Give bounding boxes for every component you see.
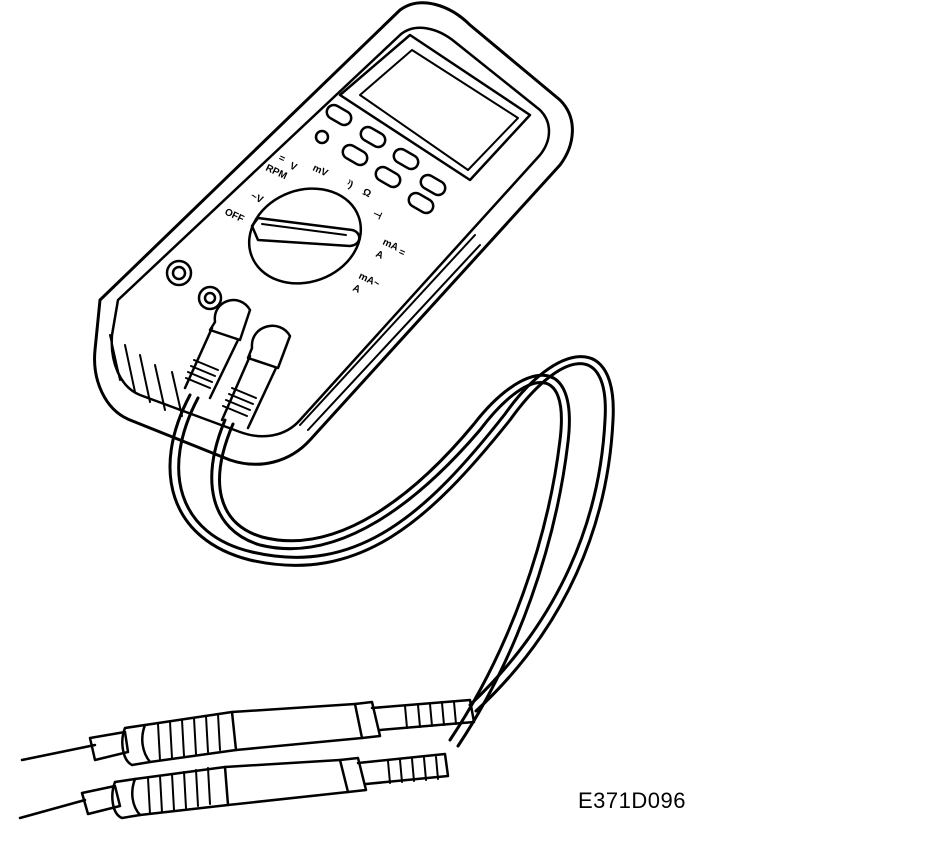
dial-label-a-ac: A [351, 283, 362, 296]
function-button[interactable] [324, 102, 354, 127]
function-buttons [314, 102, 448, 215]
lcd-display [338, 33, 532, 182]
lead-plugs [183, 298, 292, 430]
function-button[interactable] [373, 164, 403, 189]
figure-code: E371D096 [578, 788, 686, 813]
dial-label-ohm: Ω [361, 187, 373, 200]
test-lead-wires [168, 355, 615, 748]
dial-label-mv: mV [311, 163, 330, 180]
dial-label-ma-dc-symbol: = [397, 247, 407, 260]
dial-label-rpm: RPM [264, 163, 289, 182]
function-button[interactable] [391, 146, 421, 171]
dial-label-ohm-symbol: ⁾) [345, 179, 355, 191]
function-button[interactable] [340, 142, 370, 167]
meter-body [93, 1, 574, 466]
input-jack[interactable] [165, 259, 193, 287]
function-button[interactable] [358, 124, 388, 149]
dial-label-off: OFF [223, 207, 246, 225]
rotary-selector-dial[interactable] [236, 173, 375, 298]
dial-label-diode: ⊣ [371, 209, 384, 223]
dial-label-v-ac: ~V [249, 191, 265, 206]
dial-label-a-dc: A [374, 249, 385, 262]
dial-label-v-dc: V [288, 161, 299, 174]
function-button[interactable] [406, 190, 436, 215]
function-button[interactable] [418, 172, 448, 197]
test-probe-upper [20, 698, 476, 767]
dial-label-v-dc-symbol: = [277, 153, 287, 166]
hold-button[interactable] [314, 129, 330, 145]
input-jack[interactable] [197, 285, 223, 311]
input-jacks [165, 259, 223, 311]
test-probe-lower [18, 752, 450, 820]
